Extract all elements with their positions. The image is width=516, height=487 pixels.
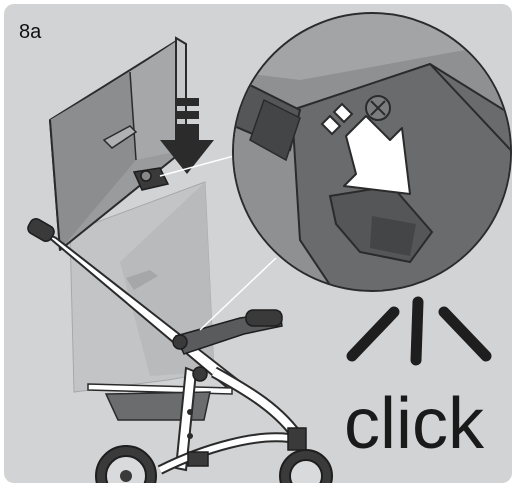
zoom-detail (220, 4, 512, 300)
click-sound-lines-icon (352, 302, 486, 360)
step-number-label: 8a (19, 22, 41, 42)
click-sound-text: click (344, 388, 484, 460)
screw-icon (366, 96, 390, 120)
